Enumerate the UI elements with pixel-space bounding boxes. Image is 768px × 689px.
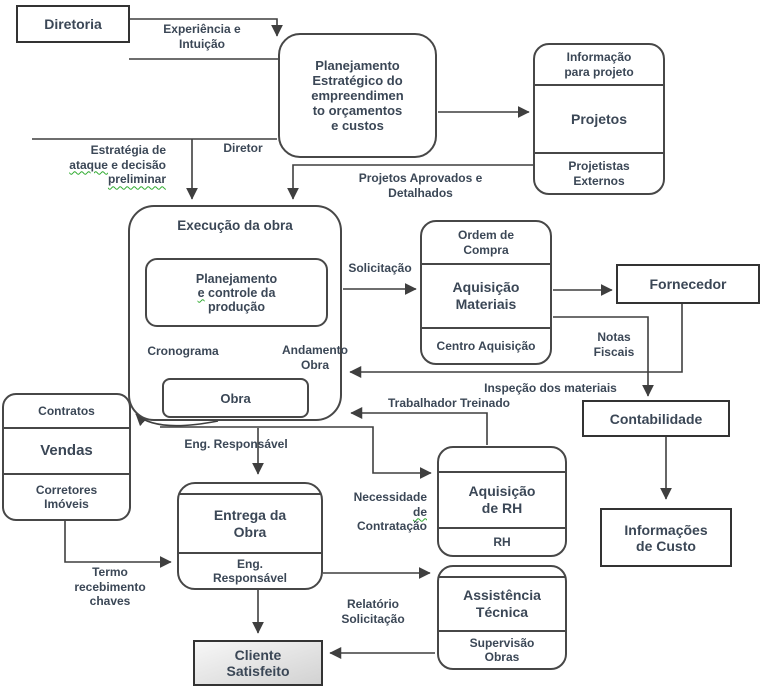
- edge-rh-execucao-trabalhador: [350, 407, 488, 445]
- entrega-obra-box: Entrega da Obra Eng. Responsável: [177, 482, 323, 590]
- edge-diretoria-planejamento: [130, 18, 283, 37]
- entrega-obra-label: Entrega da Obra: [179, 493, 321, 552]
- label-estrategia-l1: Estratégia de: [90, 143, 166, 157]
- label-necessidade-l3: Contratação: [356, 519, 427, 534]
- planejamento-controle-l1: Planejamento: [195, 271, 278, 286]
- projetos-top-label: Informação para projeto: [564, 50, 634, 79]
- assistencia-tecnica-box: Assistência Técnica Supervisão Obras: [437, 565, 567, 670]
- projetos-box: Informação para projeto Projetos Projeti…: [533, 43, 665, 195]
- execucao-obra-title: Execução da obra: [177, 218, 293, 233]
- diretoria-box: Diretoria: [16, 5, 130, 43]
- fornecedor-label: Fornecedor: [649, 276, 727, 292]
- label-estrategia-l3: preliminar: [107, 172, 166, 187]
- cliente-satisfeito-box: Cliente Satisfeito: [193, 640, 323, 686]
- edge-aquisicao-contabilidade-notas: [553, 316, 654, 397]
- projetos-bottom-label: Projetistas Externos: [535, 152, 663, 193]
- aquisicao-rh-box: Aquisição de RH RH: [437, 446, 567, 557]
- label-necessidade-l1: Necessidade: [353, 490, 427, 504]
- planejamento-estrategico-box: Planejamento Estratégico do empreendimen…: [278, 33, 437, 158]
- centro-aquisicao-label: Centro Aquisição: [422, 327, 550, 363]
- diretoria-label: Diretoria: [44, 16, 102, 32]
- assistencia-top-strip: [439, 567, 565, 576]
- label-andamento-obra: Andamento Obra: [282, 343, 348, 372]
- aquisicao-rh-label: Aquisição de RH: [439, 471, 565, 527]
- entrega-top-strip: [179, 484, 321, 493]
- label-estrategia-l2b: e decisão: [107, 157, 166, 172]
- label-experiencia-intuicao: Experiência e Intuição: [163, 22, 241, 51]
- label-eng-responsavel: Eng. Responsável: [184, 437, 288, 451]
- supervisao-obras-label: Supervisão Obras: [439, 630, 565, 668]
- ordem-compra-label: Ordem de Compra: [457, 228, 514, 257]
- obra-box: Obra: [162, 378, 309, 418]
- edge-engresp-aquisicao-rh: [160, 426, 432, 479]
- informacoes-custo-box: Informações de Custo: [600, 508, 732, 567]
- edge-vendas-entrega-termo: [64, 521, 172, 568]
- vendas-label: Vendas: [4, 427, 129, 473]
- contabilidade-box: Contabilidade: [582, 400, 730, 437]
- rh-label: RH: [439, 527, 565, 555]
- label-termo-recebimento: Termo recebimento chaves: [74, 565, 146, 609]
- projetos-middle-label: Projetos: [535, 84, 663, 152]
- cliente-satisfeito-label: Cliente Satisfeito: [226, 647, 290, 679]
- entrega-eng-responsavel-label: Eng. Responsável: [179, 552, 321, 588]
- corretores-imoveis-label: Corretores Imóveis: [4, 473, 129, 519]
- planejamento-controle-l3: produção: [208, 299, 265, 314]
- contabilidade-label: Contabilidade: [609, 410, 703, 427]
- fornecedor-box: Fornecedor: [616, 264, 760, 304]
- aquisicao-materiais-box: Ordem de Compra Aquisição Materiais Cent…: [420, 220, 552, 365]
- label-cronograma: Cronograma: [147, 344, 219, 358]
- informacoes-custo-label: Informações de Custo: [624, 521, 708, 554]
- label-solicitacao: Solicitação: [348, 261, 412, 275]
- vendas-box: Contratos Vendas Corretores Imóveis: [2, 393, 131, 521]
- contratos-label: Contratos: [38, 403, 95, 418]
- planejamento-controle-l2a: e: [197, 285, 205, 300]
- label-inspecao-materiais: Inspeção dos materiais: [484, 381, 617, 395]
- edge-projetistas-execucao: [287, 164, 533, 200]
- label-necessidade-l2: de: [412, 504, 427, 519]
- planejamento-estrategico-label: Planejamento Estratégico do empreendimen…: [311, 58, 404, 133]
- aquisicao-materiais-label: Aquisição Materiais: [422, 263, 550, 327]
- label-trabalhador-treinado: Trabalhador Treinado: [387, 396, 511, 410]
- aquisicao-rh-top-strip: [439, 448, 565, 471]
- label-notas-fiscais: Notas Fiscais: [593, 330, 635, 359]
- label-relatorio-solicitacao: Relatório Solicitação: [341, 597, 405, 626]
- label-diretor: Diretor: [223, 141, 263, 155]
- edge-fornecedor-execucao-inspecao: [349, 304, 683, 378]
- planejamento-controle-l2b: controle da: [204, 285, 276, 300]
- assistencia-tecnica-label: Assistência Técnica: [439, 576, 565, 630]
- label-projetos-aprovados: Projetos Aprovados e Detalhados: [358, 171, 483, 200]
- obra-label: Obra: [220, 390, 251, 406]
- label-estrategia-l2a: ataque: [69, 157, 108, 172]
